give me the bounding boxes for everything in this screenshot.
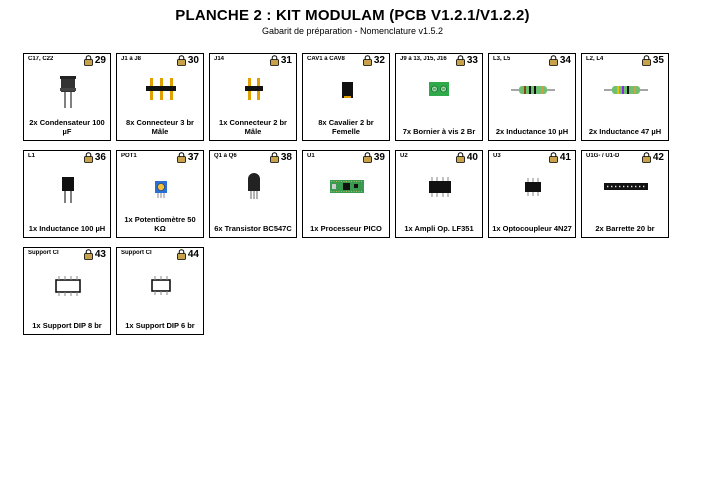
inductor-icon <box>604 86 648 94</box>
card-label: 7x Bornier à vis 2 Br <box>402 127 476 136</box>
card-ref: U1G- / U1-D <box>586 153 620 159</box>
component-card: Support CI 43 1x Support DIP 8 br <box>23 247 111 335</box>
card-number: 36 <box>94 152 106 163</box>
component-card: C17, C22 29 2x Condensateur 100 µF <box>23 53 111 141</box>
component-card: CAV1 à CAV8 32 8x Cavalier 2 br Femelle <box>302 53 390 141</box>
lock-icon <box>362 55 372 66</box>
pin-strip-icon <box>604 183 648 190</box>
potentiometer-icon <box>155 181 167 198</box>
page-title: PLANCHE 2 : KIT MODULAM (PCB V1.2.1/V1.2… <box>175 7 530 24</box>
card-label: 1x Ampli Op. LF351 <box>404 224 474 233</box>
card-number: 35 <box>652 55 664 66</box>
lock-icon <box>269 152 279 163</box>
component-card: L3, L5 34 2x Inductance 10 µH <box>488 53 576 141</box>
card-number: 29 <box>94 55 106 66</box>
component-card: L1 36 1x Inductance 100 µH <box>23 150 111 238</box>
capacitor-icon <box>60 76 76 108</box>
dip8-socket-icon <box>55 276 81 296</box>
card-number: 41 <box>559 152 571 163</box>
card-label: 1x Support DIP 6 br <box>125 321 195 330</box>
component-card: J1 à J8 30 8x Connecteur 3 br Mâle <box>116 53 204 141</box>
card-ref: J14 <box>214 56 225 62</box>
card-ref: C17, C22 <box>28 56 54 62</box>
pico-board-icon <box>330 180 364 193</box>
power-inductor-icon <box>62 177 74 203</box>
dip8-chip-icon <box>429 177 451 197</box>
inductor-icon <box>511 86 555 94</box>
card-label: 6x Transistor BC547C <box>214 224 292 233</box>
component-card: POT1 37 1x Potentiomètre 50 KΩ <box>116 150 204 238</box>
component-card: J14 31 1x Connecteur 2 br Mâle <box>209 53 297 141</box>
component-card: U1 39 1x Processeur PICO <box>302 150 390 238</box>
header-2-pin-icon <box>245 78 263 100</box>
lock-icon <box>83 55 93 66</box>
card-label: 2x Inductance 47 µH <box>588 127 662 136</box>
card-label: 1x Support DIP 8 br <box>32 321 102 330</box>
card-ref: CAV1 à CAV8 <box>307 56 345 62</box>
lock-icon <box>176 249 186 260</box>
component-card: J9 à 13, J15, J16 33 7x Bornier à vis 2 … <box>395 53 483 141</box>
lock-icon <box>455 152 465 163</box>
card-ref: U3 <box>493 153 501 159</box>
card-ref: J1 à J8 <box>121 56 142 62</box>
component-card: L2, L4 35 2x Inductance 47 µH <box>581 53 669 141</box>
lock-icon <box>83 249 93 260</box>
card-label: 1x Potentiomètre 50 KΩ <box>124 215 196 233</box>
header-3-pin-icon <box>146 78 176 100</box>
card-number: 32 <box>373 55 385 66</box>
card-ref: Support CI <box>28 250 59 256</box>
component-card: Support CI 44 1x Support DIP 6 br <box>116 247 204 335</box>
card-number: 40 <box>466 152 478 163</box>
card-label: 2x Condensateur 100 µF <box>29 118 105 136</box>
card-label: 8x Connecteur 3 br Mâle <box>126 118 194 136</box>
screw-terminal-icon <box>429 82 449 96</box>
lock-icon <box>176 152 186 163</box>
card-ref: J9 à 13, J15, J16 <box>400 56 447 62</box>
card-label: 2x Barrette 20 br <box>595 224 655 233</box>
lock-icon <box>269 55 279 66</box>
component-card: U1G- / U1-D 42 2x Barrette 20 br <box>581 150 669 238</box>
jumper-icon <box>342 82 353 98</box>
card-label: 8x Cavalier 2 br Femelle <box>318 118 374 136</box>
card-number: 31 <box>280 55 292 66</box>
card-label: 1x Processeur PICO <box>310 224 382 233</box>
card-ref: L1 <box>28 153 36 159</box>
card-number: 39 <box>373 152 385 163</box>
component-card: U2 40 1x Ampli Op. LF351 <box>395 150 483 238</box>
lock-icon <box>641 55 651 66</box>
lock-icon <box>548 152 558 163</box>
dip6-socket-icon <box>151 276 171 295</box>
card-ref: Q1 à Q6 <box>214 153 237 159</box>
lock-icon <box>455 55 465 66</box>
lock-icon <box>362 152 372 163</box>
card-label: 2x Inductance 10 µH <box>495 127 569 136</box>
card-ref: L3, L5 <box>493 56 511 62</box>
component-grid: C17, C22 29 2x Condensateur 100 µF J1 à … <box>23 53 703 343</box>
card-label: 1x Inductance 100 µH <box>28 224 106 233</box>
transistor-icon <box>248 173 260 199</box>
card-number: 43 <box>94 249 106 260</box>
card-ref: Support CI <box>121 250 152 256</box>
lock-icon <box>641 152 651 163</box>
card-ref: L2, L4 <box>586 56 604 62</box>
card-number: 38 <box>280 152 292 163</box>
card-label: 1x Connecteur 2 br Mâle <box>219 118 287 136</box>
dip6-chip-icon <box>525 178 541 196</box>
card-number: 33 <box>466 55 478 66</box>
card-number: 42 <box>652 152 664 163</box>
card-ref: POT1 <box>121 153 137 159</box>
card-ref: U2 <box>400 153 408 159</box>
card-number: 44 <box>187 249 199 260</box>
card-number: 30 <box>187 55 199 66</box>
card-ref: U1 <box>307 153 315 159</box>
lock-icon <box>83 152 93 163</box>
component-card: U3 41 1x Optocoupleur 4N27 <box>488 150 576 238</box>
lock-icon <box>176 55 186 66</box>
card-label: 1x Optocoupleur 4N27 <box>492 224 572 233</box>
card-number: 34 <box>559 55 571 66</box>
card-number: 37 <box>187 152 199 163</box>
lock-icon <box>548 55 558 66</box>
component-card: Q1 à Q6 38 6x Transistor BC547C <box>209 150 297 238</box>
page-subtitle: Gabarit de préparation - Nomenclature v1… <box>261 26 444 36</box>
